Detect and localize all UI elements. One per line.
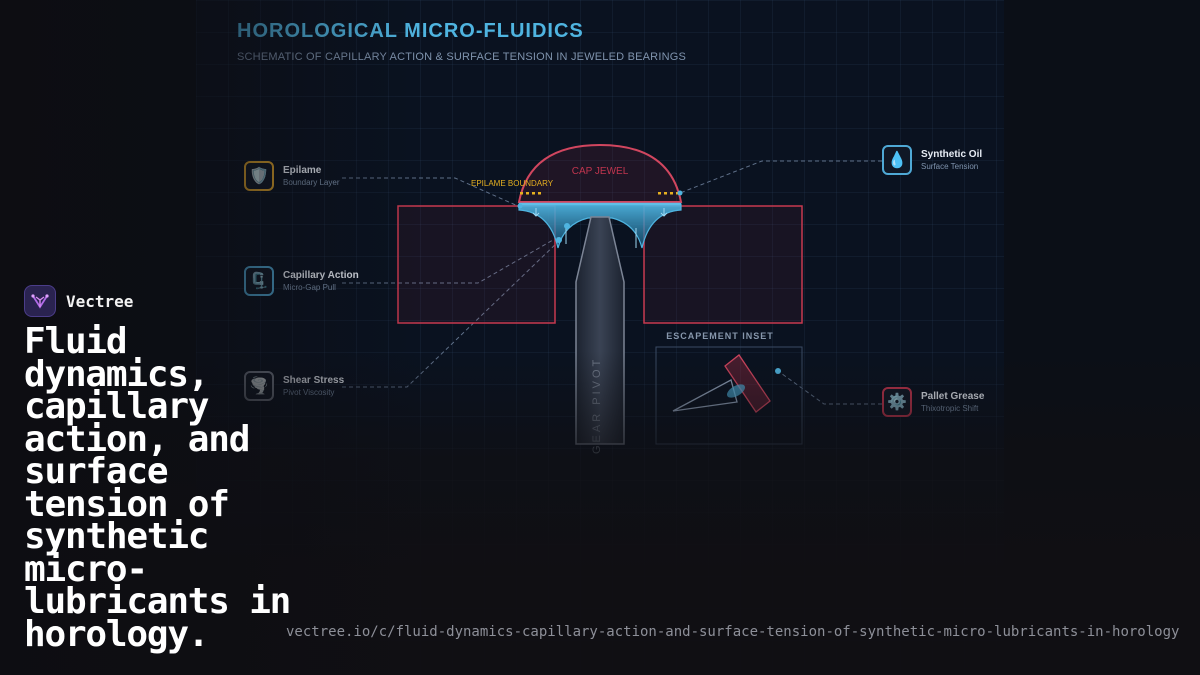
callout-sublabel: Thixotropic Shift [921, 404, 979, 413]
vectree-logo-icon [24, 285, 56, 317]
leader-synthetic-oil [679, 160, 882, 194]
jewel-plate-right [643, 205, 803, 324]
gear-pivot-label: GEAR PIVOT [591, 357, 603, 454]
escapement-inset-label: ESCAPEMENT INSET [666, 331, 774, 341]
cap-jewel-label: CAP JEWEL [572, 166, 629, 177]
callout-sublabel: Micro-Gap Pull [283, 283, 336, 292]
jewel-plate-left [397, 205, 556, 324]
callout-label: Synthetic Oil [921, 149, 983, 160]
callout-sublabel: Boundary Layer [283, 178, 340, 187]
brand: Vectree [24, 285, 133, 317]
shield-icon: 🛡️ [244, 161, 274, 191]
droplet-icon: 💧 [882, 145, 912, 175]
callout-label: Capillary Action [283, 270, 359, 281]
page-url[interactable]: vectree.io/c/fluid-dynamics-capillary-ac… [286, 624, 1180, 640]
callout-sublabel: Surface Tension [921, 162, 979, 171]
clamp-icon: 🗜️ [244, 266, 274, 296]
epilame-boundary-label: EPILAME BOUNDARY [471, 179, 554, 188]
leader-pallet-grease [777, 370, 882, 405]
brand-name: Vectree [66, 291, 134, 311]
headline: Fluid dynamics, capillary action, and su… [24, 321, 291, 655]
callout-label: Pallet Grease [921, 391, 985, 402]
callout-label: Epilame [283, 165, 322, 176]
gear-icon: ⚙️ [882, 387, 912, 417]
